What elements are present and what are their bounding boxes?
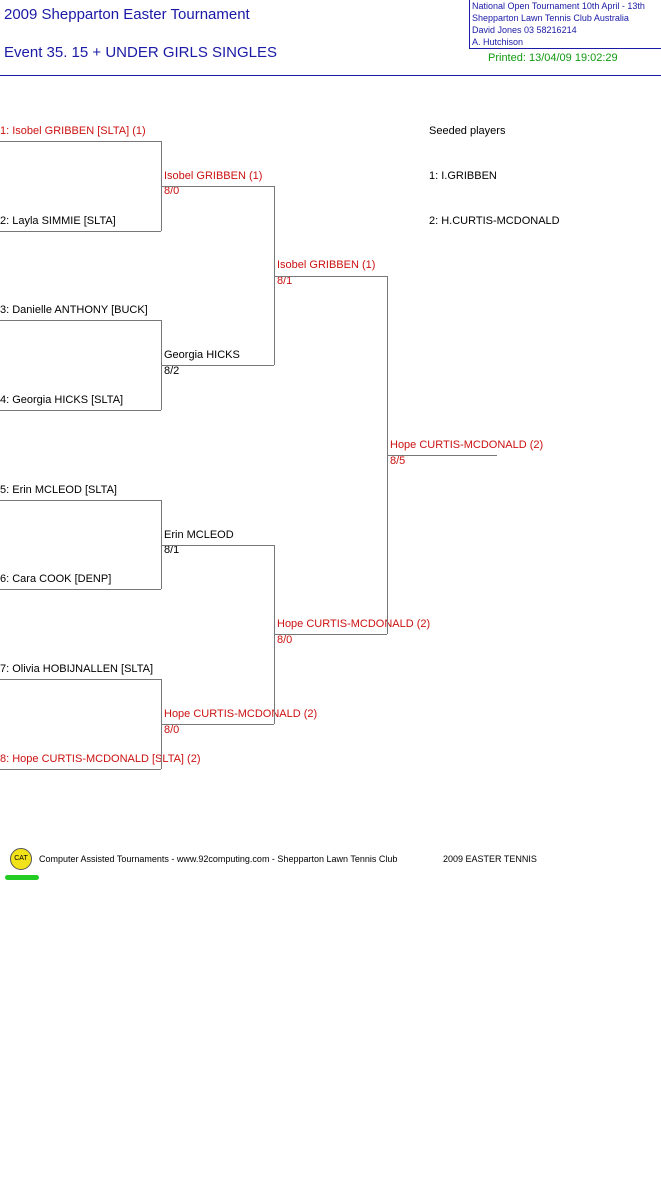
bracket-line [0, 769, 161, 770]
bracket-line [0, 141, 161, 142]
final-score: 8/5 [390, 455, 406, 467]
semifinal-winner: Isobel GRIBBEN (1) [277, 259, 376, 271]
bracket-line [161, 724, 274, 725]
bracket-line [274, 186, 275, 365]
bracket-line [161, 500, 162, 589]
player-7: 7: Olivia HOBIJNALLEN [SLTA] [0, 663, 154, 675]
player-5: 5: Erin MCLEOD [SLTA] [0, 484, 117, 496]
player-6: 6: Cara COOK [DENP] [0, 573, 112, 585]
seed-entry: 2: H.CURTIS-MCDONALD [429, 215, 560, 227]
round2-winner: Hope CURTIS-MCDONALD (2) [164, 708, 318, 720]
bracket-line [0, 589, 161, 590]
footer-credits: Computer Assisted Tournaments - www.92co… [39, 854, 398, 864]
semifinal-score: 8/1 [277, 275, 293, 287]
event-title: Event 35. 15 + UNDER GIRLS SINGLES [4, 44, 278, 61]
player-8: 8: Hope CURTIS-MCDONALD [SLTA] (2) [0, 753, 201, 765]
round2-winner: Isobel GRIBBEN (1) [164, 170, 263, 182]
bracket-line [161, 545, 274, 546]
round2-score: 8/1 [164, 544, 180, 556]
bracket-line [274, 276, 387, 277]
champion-name: Hope CURTIS-MCDONALD (2) [390, 439, 544, 451]
player-3: 3: Danielle ANTHONY [BUCK] [0, 304, 148, 316]
logo-swoosh [5, 875, 39, 880]
footer-event: 2009 EASTER TENNIS [443, 854, 537, 864]
semifinal-score: 8/0 [277, 634, 293, 646]
bracket-line [387, 455, 497, 456]
round2-winner: Georgia HICKS [164, 349, 240, 361]
tournament-title: 2009 Shepparton Easter Tournament [4, 6, 250, 23]
round2-score: 8/0 [164, 185, 180, 197]
round2-score: 8/2 [164, 365, 180, 377]
round2-score: 8/0 [164, 724, 180, 736]
bracket-line [161, 186, 274, 187]
bracket-line [0, 500, 161, 501]
header-box-bottom [469, 48, 661, 49]
seed-entry: 1: I.GRIBBEN [429, 170, 497, 182]
header-rule [0, 75, 661, 76]
bracket-line [161, 365, 274, 366]
player-4: 4: Georgia HICKS [SLTA] [0, 394, 124, 406]
bracket-line [274, 634, 387, 635]
player-2: 2: Layla SIMMIE [SLTA] [0, 215, 116, 227]
round2-winner: Erin MCLEOD [164, 529, 234, 541]
tournament-info-line: A. Hutchison [472, 37, 524, 47]
semifinal-winner: Hope CURTIS-MCDONALD (2) [277, 618, 431, 630]
cat-logo-icon: CAT [10, 848, 32, 870]
printed-timestamp: Printed: 13/04/09 19:02:29 [488, 52, 618, 64]
header-divider-vertical [469, 0, 470, 48]
bracket-line [0, 679, 161, 680]
bracket-line [0, 320, 161, 321]
seeded-heading: Seeded players [429, 125, 506, 137]
bracket-line [0, 231, 161, 232]
tournament-info-line: Shepparton Lawn Tennis Club Australia [472, 13, 629, 23]
tournament-info-line: National Open Tournament 10th April - 13… [472, 1, 645, 11]
bracket-line [0, 410, 161, 411]
player-1: 1: Isobel GRIBBEN [SLTA] (1) [0, 125, 146, 137]
tournament-info-line: David Jones 03 58216214 [472, 25, 577, 35]
